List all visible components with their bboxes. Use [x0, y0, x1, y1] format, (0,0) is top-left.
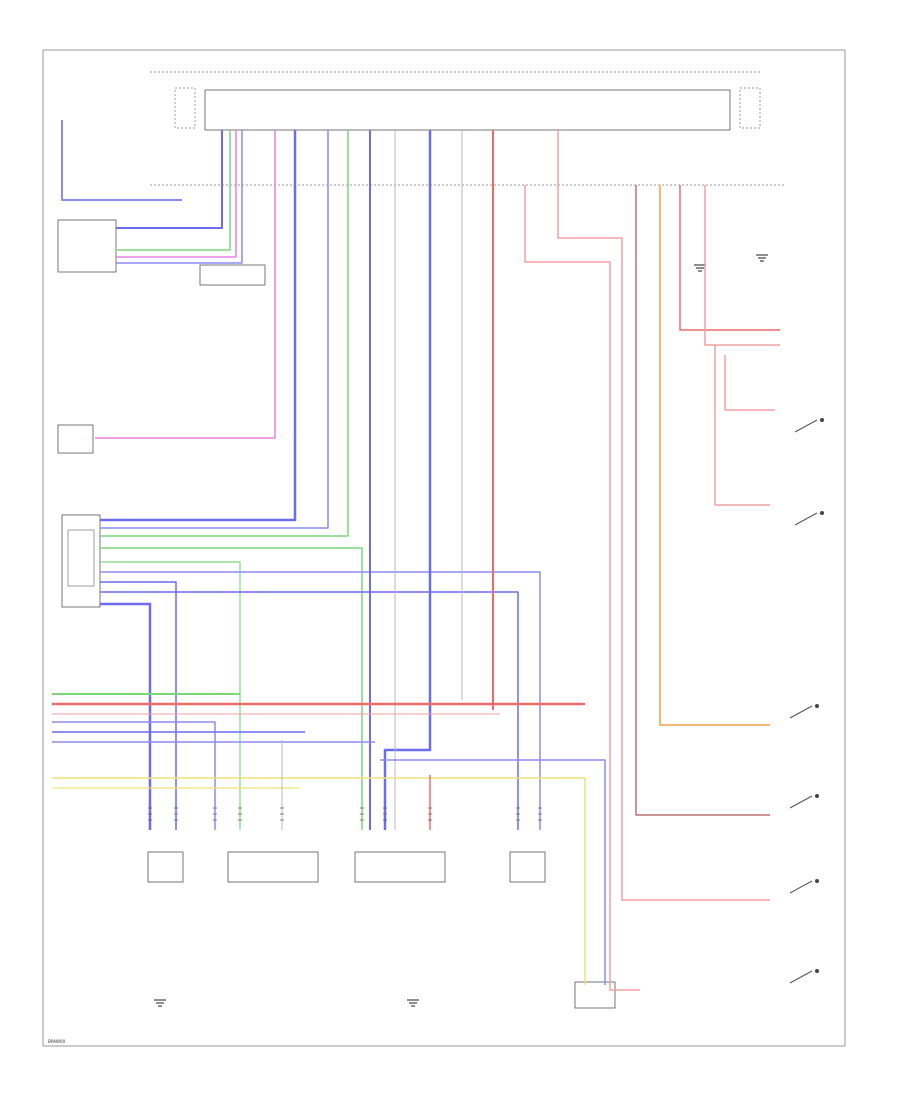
- connector-box: [199, 264, 266, 286]
- sensor-box-center: [354, 851, 446, 883]
- wire-35: [380, 759, 606, 985]
- wire-22: [557, 130, 770, 901]
- wire-12: [100, 571, 541, 830]
- switch-contact-1: [820, 418, 824, 422]
- switch-contact-5: [815, 879, 819, 883]
- control-unit-box: [204, 89, 731, 131]
- switch-6: [789, 970, 813, 984]
- ground-3: [694, 264, 706, 272]
- wire-32: [52, 721, 216, 830]
- wire-24: [659, 185, 770, 726]
- left-module-box: [57, 219, 117, 273]
- wire-4: [116, 130, 237, 258]
- switch-contact-4: [815, 794, 819, 798]
- switch-1: [794, 419, 818, 433]
- switch-group: [789, 418, 824, 984]
- wire-11: [100, 561, 241, 830]
- wire-5: [116, 130, 243, 264]
- switch-3: [789, 705, 813, 719]
- wire-13: [100, 581, 177, 830]
- connector-ticks: [148, 807, 542, 821]
- sensor-box-left-b: [227, 851, 319, 883]
- ground-2: [407, 999, 419, 1007]
- wire-23: [635, 185, 770, 816]
- wire-3: [116, 130, 231, 251]
- wire-9: [100, 130, 349, 537]
- wire-17: [383, 130, 432, 830]
- wire-10: [100, 547, 363, 830]
- wire-2: [116, 130, 223, 229]
- diagram-frame: [42, 49, 846, 1047]
- wire-1: [61, 120, 182, 201]
- wire-group: [52, 120, 780, 991]
- switch-contact-3: [815, 704, 819, 708]
- ground-1: [154, 999, 166, 1007]
- wire-28: [714, 345, 770, 506]
- wire-7: [100, 130, 297, 522]
- switch-4: [789, 795, 813, 809]
- wire-27: [724, 355, 775, 411]
- switch-5: [789, 880, 813, 894]
- wire-8: [100, 130, 329, 529]
- switch-2: [794, 512, 818, 526]
- combination-switch-box: [61, 514, 101, 608]
- relay-box-right: [739, 87, 761, 129]
- sensor-box-left-a: [147, 851, 184, 883]
- lamp-box: [574, 981, 616, 1009]
- wire-14: [100, 591, 519, 830]
- switch-contact-2: [820, 511, 824, 515]
- combination-switch-inner: [67, 529, 95, 587]
- switch-contact-6: [815, 969, 819, 973]
- sensor-box: [57, 424, 94, 454]
- wire-6: [95, 130, 276, 439]
- wire-15: [100, 602, 152, 830]
- relay-box-left: [174, 87, 196, 129]
- wire-21: [524, 185, 640, 991]
- page-id-text: BPAW00: [48, 1039, 66, 1044]
- ground-symbols: [154, 254, 768, 1007]
- sensor-box-right: [509, 851, 546, 883]
- wire-36: [52, 777, 586, 985]
- wire-26: [704, 185, 780, 346]
- wire-25: [679, 185, 780, 331]
- ground-4: [756, 254, 768, 262]
